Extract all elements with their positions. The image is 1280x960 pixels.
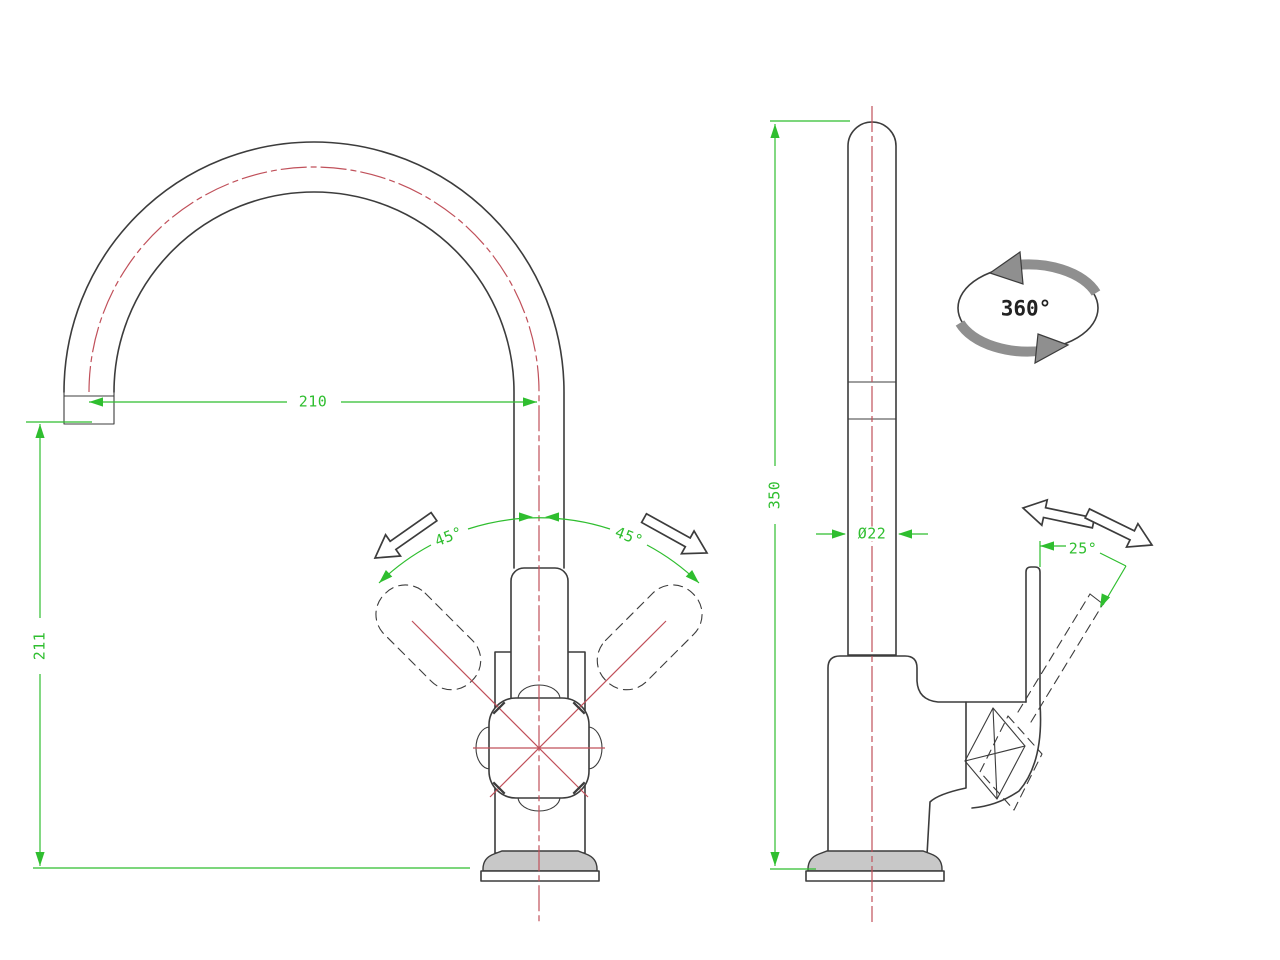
- dim-211-lines: [26, 421, 470, 869]
- side-handle: [964, 566, 1042, 809]
- dim-dia22-lines: [816, 529, 928, 539]
- swing-left-arrow-icon: [366, 505, 443, 570]
- dim-210-lines: [89, 397, 537, 407]
- side-view: [770, 106, 1159, 922]
- dim-swivel-label: 360°: [1000, 296, 1052, 321]
- dim-45-arc: [375, 512, 703, 587]
- dim-spout-diameter-label: Ø22: [855, 524, 889, 543]
- tilt-left-arrow-icon: [1019, 494, 1097, 537]
- rotation-360-icon: [955, 250, 1101, 365]
- dim-handle-tilt-label: 25°: [1068, 539, 1098, 558]
- dim-spout-reach-label: 210: [298, 392, 328, 411]
- front-spout: [63, 141, 565, 569]
- front-base: [480, 850, 600, 882]
- dim-tip-height-label: 211: [30, 631, 49, 661]
- dim-350-lines: [770, 120, 850, 870]
- dim-overall-height-label: 350: [765, 480, 784, 510]
- swing-right-arrow-icon: [636, 505, 715, 566]
- side-body: [827, 655, 967, 856]
- side-base: [805, 850, 945, 882]
- dim-25-lines: [1039, 541, 1127, 610]
- front-centerlines: [88, 166, 667, 924]
- side-handle-phantom: [979, 593, 1104, 811]
- front-view: [26, 141, 715, 924]
